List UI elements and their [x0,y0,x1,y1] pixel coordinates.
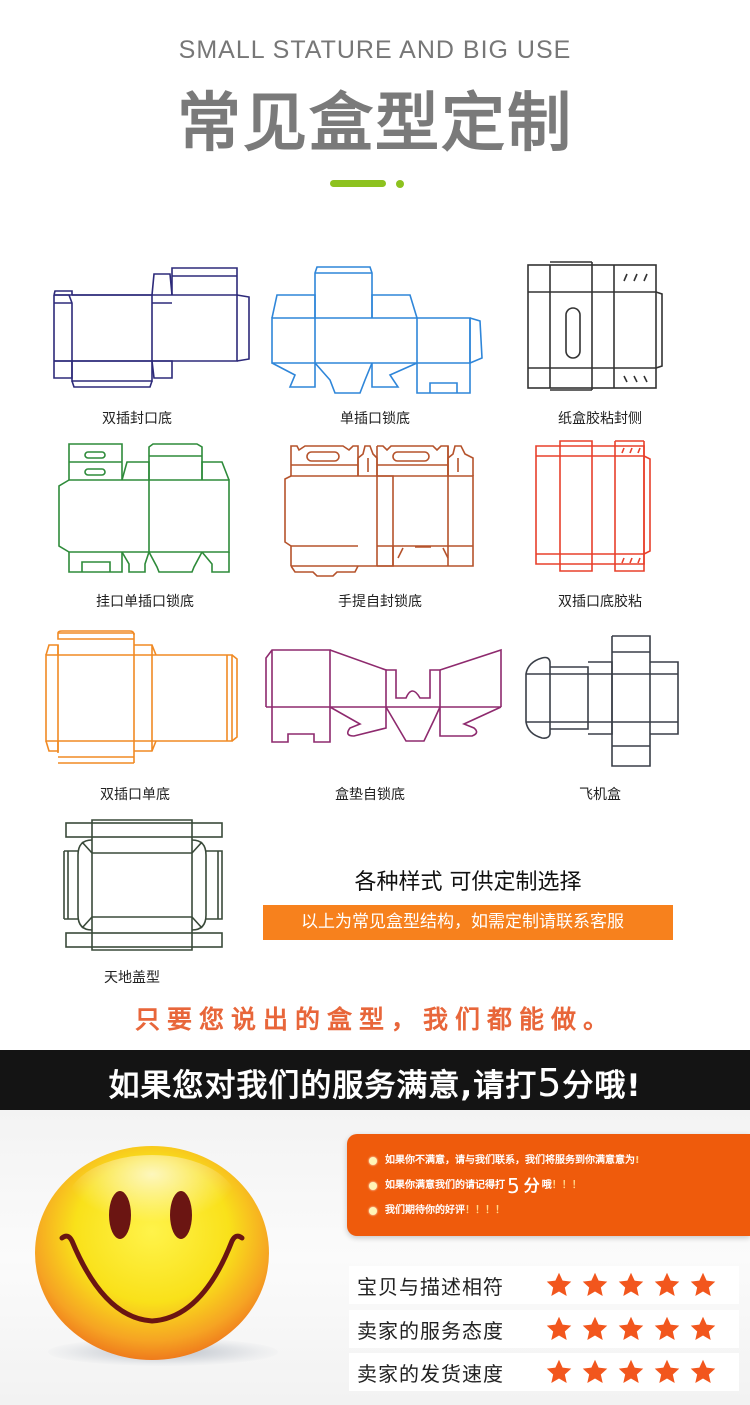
rating-request-text: 如果您对我们的服务满意,请打5分哦! [0,1060,750,1105]
accent-dot [396,180,404,188]
notice-line-3-suffix: ！！！！ [465,1204,505,1216]
slogan: 只要您说出的盒型，我们都能做。 [134,1005,615,1034]
box-diagram-lid-base [63,819,226,951]
star-icon [546,1316,572,1340]
accent-bar [330,180,386,187]
star-icon [690,1272,716,1296]
notice-line-1: 如果你不满意，请与我们联系，我们将服务到你满意意为! [369,1148,750,1173]
box-label-pad-lock-bottom: 盒垫自锁底 [335,787,405,803]
dieline-double-tuck-glued-icon [535,440,651,572]
box-diagram-double-tuck-single-bottom [44,630,239,766]
box-diagram-double-tuck [52,266,250,391]
star-icon [582,1359,608,1383]
dieline-double-tuck-single-icon [45,630,238,764]
rating-request-text-after: 分哦! [562,1068,642,1104]
star-icon [654,1272,680,1296]
promo-banner: 以上为常见盒型结构，如需定制请联系客服 [263,905,673,940]
box-label-double-tuck-single-bottom: 双插口单底 [100,787,170,803]
box-diagram-single-tuck-lock-bottom [270,265,492,395]
rating-label: 卖家的服务态度 [357,1318,504,1343]
box-label-lid-base: 天地盖型 [104,970,160,986]
dieline-handle-lock-icon [284,445,474,577]
star-icon [690,1359,716,1383]
notice-line-3: 我们期待你的好评！！！！ [369,1198,750,1223]
notice-line-2-score: 5 [507,1173,520,1198]
dieline-double-tuck-icon [53,267,250,388]
rating-request-banner: 如果您对我们的服务满意,请打5分哦! [0,1050,750,1110]
notice-line-2-text: 如果你满意我们的请记得打 [385,1179,505,1191]
box-diagram-airplane-box [524,634,684,768]
rating-row-description-match: 宝贝与描述相符 [349,1266,739,1304]
box-diagram-pad-lock-bottom [264,648,504,748]
dieline-single-tuck-lock-icon [271,266,483,394]
notice-line-2-after: 哦 [541,1179,552,1191]
box-label-single-tuck-lock-bottom: 单插口锁底 [340,411,410,427]
dieline-airplane-box-icon [525,635,679,767]
star-icon [618,1316,644,1340]
promo-heading: 各种样式 可供定制选择 [354,870,582,895]
rating-row-shipping-speed: 卖家的发货速度 [349,1353,739,1391]
box-label-double-tuck: 双插封口底 [102,411,172,427]
notice-line-1-text: 如果你不满意，请与我们联系，我们将服务到你满意意为 [385,1154,635,1166]
box-diagram-handle-lock [283,444,474,577]
box-diagram-hanger-tuck [57,442,232,573]
star-rating [545,1358,717,1386]
bullet-icon [369,1156,377,1165]
dieline-lid-base-icon [63,819,223,951]
dieline-glued-side-icon [527,261,663,391]
box-diagram-double-tuck-glued-bottom [534,439,654,573]
notice-line-3-text: 我们期待你的好评 [385,1204,465,1216]
box-label-glued-side: 纸盒胶粘封侧 [558,411,642,427]
notice-line-2-unit: 分 [523,1175,540,1195]
box-label-hanger-tuck: 挂口单插口锁底 [96,594,194,610]
rating-label: 宝贝与描述相符 [357,1274,504,1299]
subtitle-english: SMALL STATURE AND BIG USE [178,36,572,64]
star-icon [618,1359,644,1383]
dieline-pad-lock-icon [265,648,502,743]
star-rating [545,1271,717,1299]
star-icon [546,1272,572,1296]
star-rating [545,1315,717,1343]
notice-line-2-suffix: ！！！ [551,1179,582,1191]
box-label-handle-lock: 手提自封锁底 [338,594,422,610]
rating-row-service-attitude: 卖家的服务态度 [349,1310,739,1348]
smiley-face-icon [34,1143,270,1363]
page-title: 常见盒型定制 [177,87,573,161]
notice-line-1-suffix: ! [635,1154,640,1166]
star-icon [582,1272,608,1296]
rating-request-text-before: 如果您对我们的服务满意,请打 [108,1068,538,1104]
box-label-airplane-box: 飞机盒 [579,787,621,803]
rating-label: 卖家的发货速度 [357,1361,504,1386]
bullet-icon [369,1181,377,1190]
dieline-hanger-tuck-icon [58,443,230,573]
star-icon [654,1359,680,1383]
star-icon [690,1316,716,1340]
rating-request-score: 5 [537,1061,563,1105]
star-icon [582,1316,608,1340]
star-icon [546,1359,572,1383]
bullet-icon [369,1206,377,1215]
box-label-double-tuck-glued-bottom: 双插口底胶粘 [558,594,642,610]
star-icon [654,1316,680,1340]
box-diagram-glued-side [526,260,666,391]
star-icon [618,1272,644,1296]
